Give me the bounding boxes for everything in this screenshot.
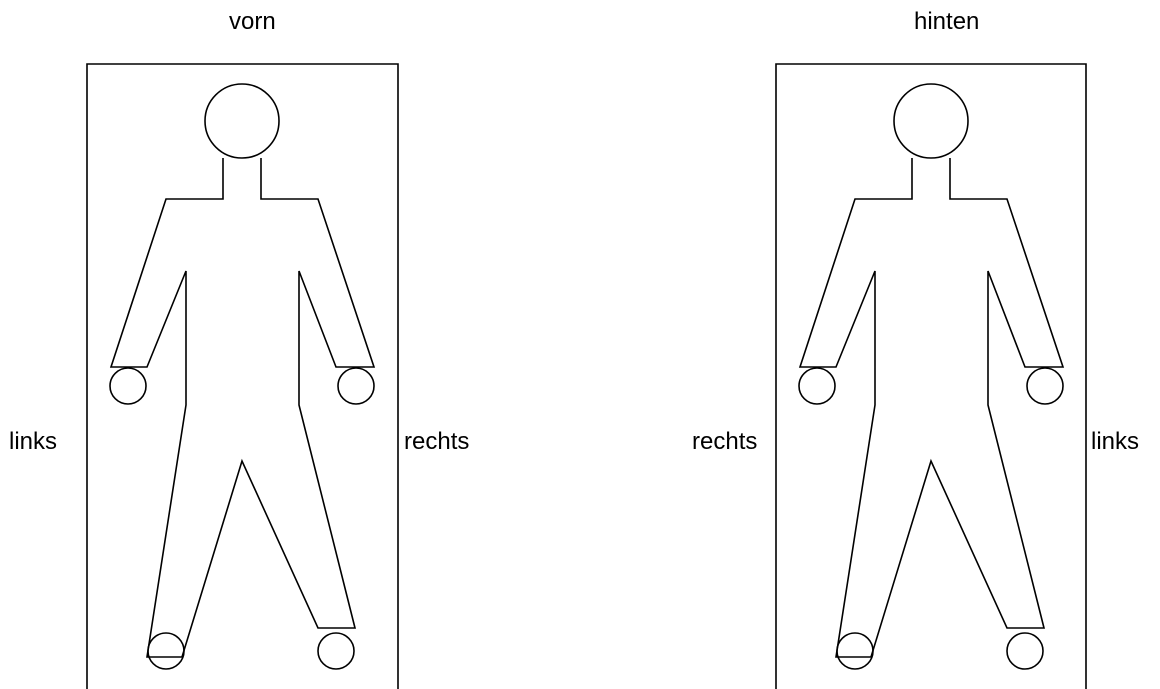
back-right-label: links bbox=[1091, 428, 1140, 455]
front-left-label: links bbox=[9, 428, 58, 455]
front-panel bbox=[86, 63, 399, 689]
front-frame bbox=[86, 63, 399, 689]
front-heading: vorn bbox=[229, 8, 276, 35]
front-right-label: rechts bbox=[404, 428, 470, 455]
back-figure bbox=[798, 83, 1064, 670]
back-panel bbox=[775, 63, 1087, 689]
front-figure bbox=[109, 83, 375, 670]
back-heading: hinten bbox=[914, 8, 980, 35]
back-frame bbox=[775, 63, 1087, 689]
back-left-label: rechts bbox=[692, 428, 758, 455]
